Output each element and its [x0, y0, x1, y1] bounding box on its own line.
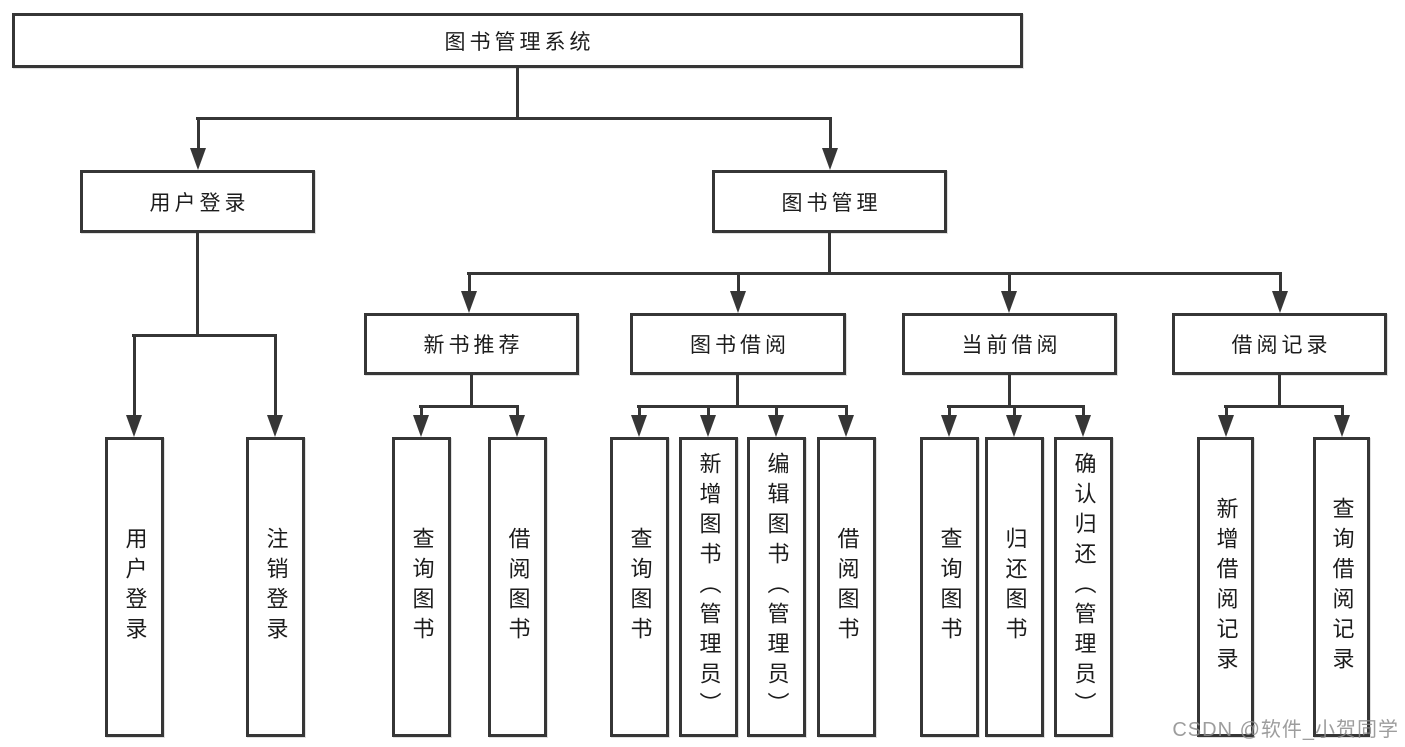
connector-line: [419, 405, 519, 408]
node-label: 图书管理: [781, 191, 882, 215]
node-label: 图书借阅: [690, 334, 790, 357]
arrowhead-down-icon: [190, 148, 206, 170]
connector-line: [1278, 375, 1281, 407]
leaf-borrow-books-borrowing: 借阅图书: [817, 437, 876, 737]
connector-arrow: [461, 272, 477, 313]
leaf-query-books-borrowing: 查询图书: [610, 437, 669, 737]
connector-line: [470, 375, 473, 407]
leaf-confirm-return-admin: 确认归还（管理员）: [1054, 437, 1113, 737]
leaf-add-books-admin: 新增图书（管理员）: [679, 437, 738, 737]
arrowhead-down-icon: [1334, 415, 1350, 437]
leaf-return-books: 归还图书: [985, 437, 1044, 737]
leaf-query-borrow-record: 查询借阅记录: [1313, 437, 1370, 737]
connector-arrow: [267, 334, 283, 437]
connector-line: [637, 405, 848, 408]
connector-line: [1008, 375, 1011, 407]
watermark: CSDN @软件_小贺同学: [1172, 719, 1399, 741]
connector-line: [196, 233, 199, 337]
connector-arrow: [1334, 405, 1350, 437]
connector-arrow: [768, 405, 784, 437]
node-label: 新书推荐: [423, 334, 524, 357]
leaf-borrow-books-recommend: 借阅图书: [488, 437, 547, 737]
connector-line: [516, 68, 519, 120]
leaf-edit-books-admin: 编辑图书（管理员）: [747, 437, 806, 737]
node-label: 当前借阅: [961, 334, 1062, 357]
node-label: 图书管理系统: [444, 30, 595, 54]
arrowhead-down-icon: [700, 415, 716, 437]
connector-arrow: [838, 405, 854, 437]
arrowhead-down-icon: [1075, 415, 1091, 437]
connector-arrow: [730, 272, 746, 313]
arrowhead-down-icon: [509, 415, 525, 437]
connector-arrow: [509, 405, 525, 437]
arrowhead-down-icon: [267, 415, 283, 437]
node-new-book-recommend: 新书推荐: [364, 313, 579, 375]
arrowhead-down-icon: [768, 415, 784, 437]
connector-arrow: [941, 405, 957, 437]
leaf-logout: 注销登录: [246, 437, 305, 737]
connector-line: [196, 117, 832, 120]
connector-arrow: [1272, 272, 1288, 313]
arrowhead-down-icon: [1001, 291, 1017, 313]
connector-line: [828, 233, 831, 274]
node-label: 用户登录: [149, 191, 250, 215]
arrowhead-down-icon: [461, 291, 477, 313]
arrowhead-down-icon: [126, 415, 142, 437]
connector-arrow: [631, 405, 647, 437]
arrowhead-down-icon: [838, 415, 854, 437]
leaf-query-books-recommend: 查询图书: [392, 437, 451, 737]
arrowhead-down-icon: [1272, 291, 1288, 313]
node-borrowing-records: 借阅记录: [1172, 313, 1387, 375]
connector-arrow: [126, 334, 142, 437]
connector-arrow: [1006, 405, 1022, 437]
node-book-borrowing: 图书借阅: [630, 313, 846, 375]
node-user-login: 用户登录: [80, 170, 315, 233]
arrowhead-down-icon: [413, 415, 429, 437]
arrowhead-down-icon: [631, 415, 647, 437]
connector-arrow: [413, 405, 429, 437]
arrowhead-down-icon: [822, 148, 838, 170]
node-current-borrowing: 当前借阅: [902, 313, 1117, 375]
connector-line: [1224, 405, 1344, 408]
connector-arrow: [1075, 405, 1091, 437]
leaf-query-books-current: 查询图书: [920, 437, 979, 737]
node-book-management: 图书管理: [712, 170, 947, 233]
arrowhead-down-icon: [1218, 415, 1234, 437]
connector-arrow: [1001, 272, 1017, 313]
arrowhead-down-icon: [730, 291, 746, 313]
node-label: 借阅记录: [1231, 334, 1332, 357]
node-library-management-system: 图书管理系统: [12, 13, 1023, 68]
connector-line: [132, 334, 277, 337]
connector-arrow: [190, 117, 206, 170]
connector-arrow: [1218, 405, 1234, 437]
leaf-add-borrow-record: 新增借阅记录: [1197, 437, 1254, 737]
connector-arrow: [700, 405, 716, 437]
connector-line: [467, 272, 1282, 275]
leaf-user-login: 用户登录: [105, 437, 164, 737]
connector-line: [736, 375, 739, 407]
arrowhead-down-icon: [941, 415, 957, 437]
arrowhead-down-icon: [1006, 415, 1022, 437]
connector-line: [947, 405, 1085, 408]
connector-arrow: [822, 117, 838, 170]
